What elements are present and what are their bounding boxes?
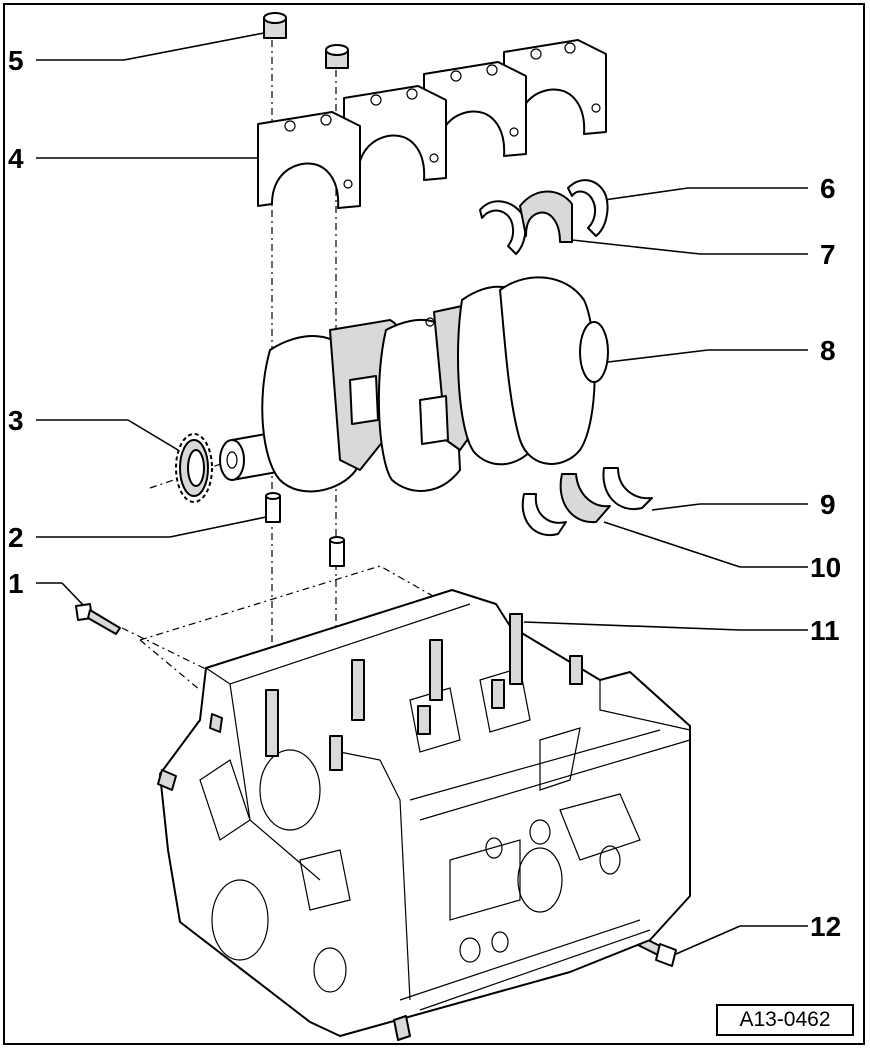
leader-line-6b	[603, 187, 689, 201]
leader-line-1b	[61, 582, 87, 609]
callout-7: 7	[820, 239, 836, 270]
leader-line-2b	[169, 516, 267, 538]
callout-11: 11	[810, 615, 840, 646]
leader-line-8b	[607, 349, 709, 363]
callout-2: 2	[8, 522, 24, 553]
leader-line-11b	[523, 621, 741, 631]
callout-4: 4	[8, 143, 24, 174]
callout-8: 8	[820, 335, 836, 366]
bearing-cap-nut	[263, 12, 349, 69]
crankshaft-sprocket	[175, 433, 213, 503]
thrust-washers-and-bearing-shell	[479, 179, 609, 255]
main-bearing-caps	[257, 39, 607, 209]
cylinder-block	[157, 589, 691, 1041]
callout-labels: 5 4 3 2 1 6 7 8 9 10 11 12	[8, 45, 841, 942]
leader-lines	[36, 32, 808, 955]
dowel-sleeves	[265, 492, 345, 567]
callout-9: 9	[820, 489, 836, 520]
figure-code-label: A13-0462	[716, 1004, 854, 1036]
lower-bearing-shells	[521, 467, 653, 537]
bolt-left	[75, 603, 121, 635]
leader-line-7b	[571, 239, 701, 255]
callout-6: 6	[820, 173, 836, 204]
callout-10: 10	[810, 552, 841, 583]
leader-line-10b	[603, 521, 741, 568]
callout-3: 3	[8, 405, 24, 436]
leader-line-5b	[123, 32, 265, 61]
callout-12: 12	[810, 911, 841, 942]
leader-line-3b	[127, 419, 179, 451]
callout-1: 1	[8, 568, 24, 599]
leader-line-9b	[651, 503, 701, 511]
crankshaft	[219, 276, 609, 493]
leader-line-12b	[675, 925, 741, 955]
callout-5: 5	[8, 45, 24, 76]
